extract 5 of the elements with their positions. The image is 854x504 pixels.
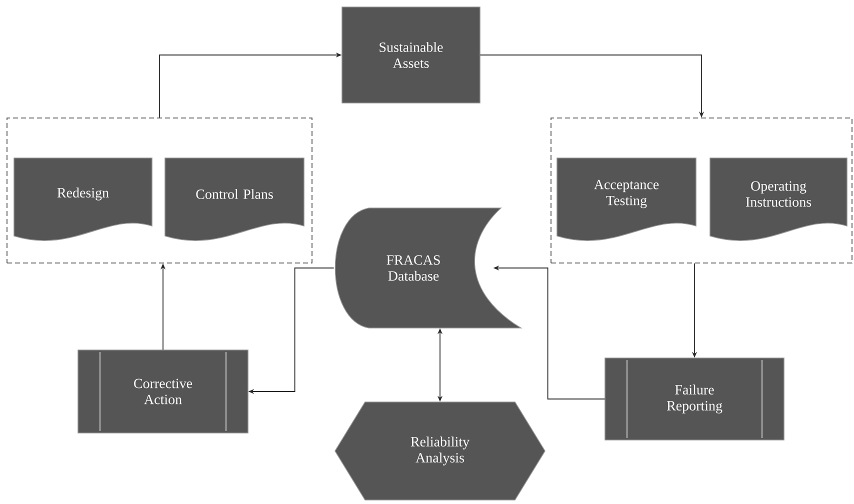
process-box: Corrective Action — [78, 350, 248, 434]
process-box: Failure Reporting — [604, 358, 784, 440]
dashed-group-box — [6, 118, 312, 264]
dashed-group-box — [550, 118, 852, 264]
process-box: Sustainable Assets — [342, 6, 480, 104]
